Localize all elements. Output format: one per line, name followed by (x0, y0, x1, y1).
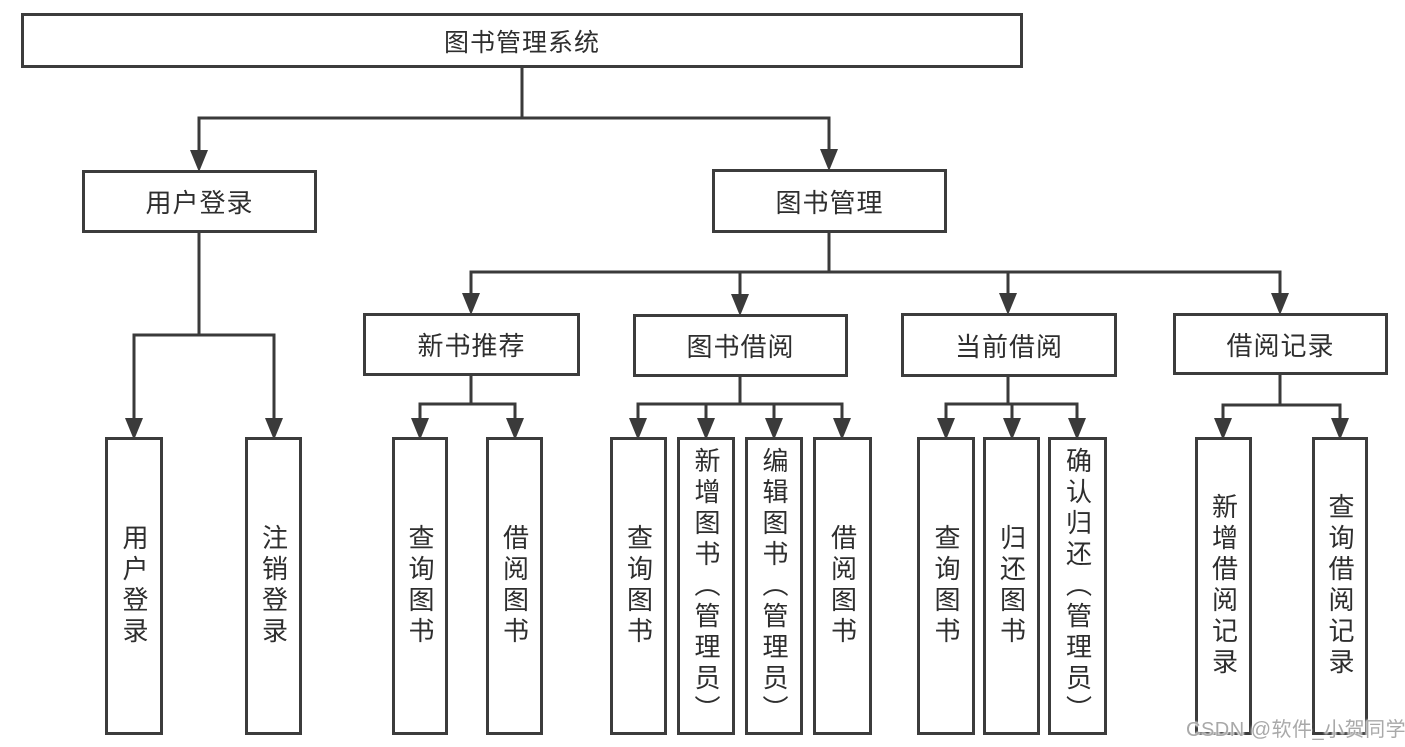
node-book-management: 图书管理 (712, 169, 947, 233)
node-new-book-recommendation: 新书推荐 (363, 313, 580, 376)
leaf-edit-book-admin: 编辑图书（管理员） (745, 437, 803, 735)
leaf-logout: 注销登录 (245, 437, 302, 735)
leaf-query-books-recommend: 查询图书 (392, 437, 448, 735)
leaf-user-login: 用户登录 (105, 437, 163, 735)
leaf-add-borrow-record: 新增借阅记录 (1195, 437, 1252, 735)
watermark: CSDN @软件_小贺同学 (1186, 719, 1405, 741)
leaf-borrow-books-recommend: 借阅图书 (486, 437, 543, 735)
node-current-borrowing: 当前借阅 (901, 313, 1117, 377)
node-book-borrowing: 图书借阅 (633, 314, 848, 377)
node-user-login: 用户登录 (82, 170, 317, 233)
leaf-return-books: 归还图书 (983, 437, 1040, 735)
leaf-query-books-borrowing: 查询图书 (610, 437, 667, 735)
leaf-add-book-admin: 新增图书（管理员） (677, 437, 735, 735)
leaf-query-books-current: 查询图书 (917, 437, 975, 735)
node-library-management-system: 图书管理系统 (21, 13, 1023, 68)
leaf-borrow-books-borrowing: 借阅图书 (813, 437, 872, 735)
leaf-query-borrow-record: 查询借阅记录 (1312, 437, 1368, 735)
node-borrowing-records: 借阅记录 (1173, 313, 1388, 375)
leaf-confirm-return-admin: 确认归还（管理员） (1048, 437, 1107, 735)
